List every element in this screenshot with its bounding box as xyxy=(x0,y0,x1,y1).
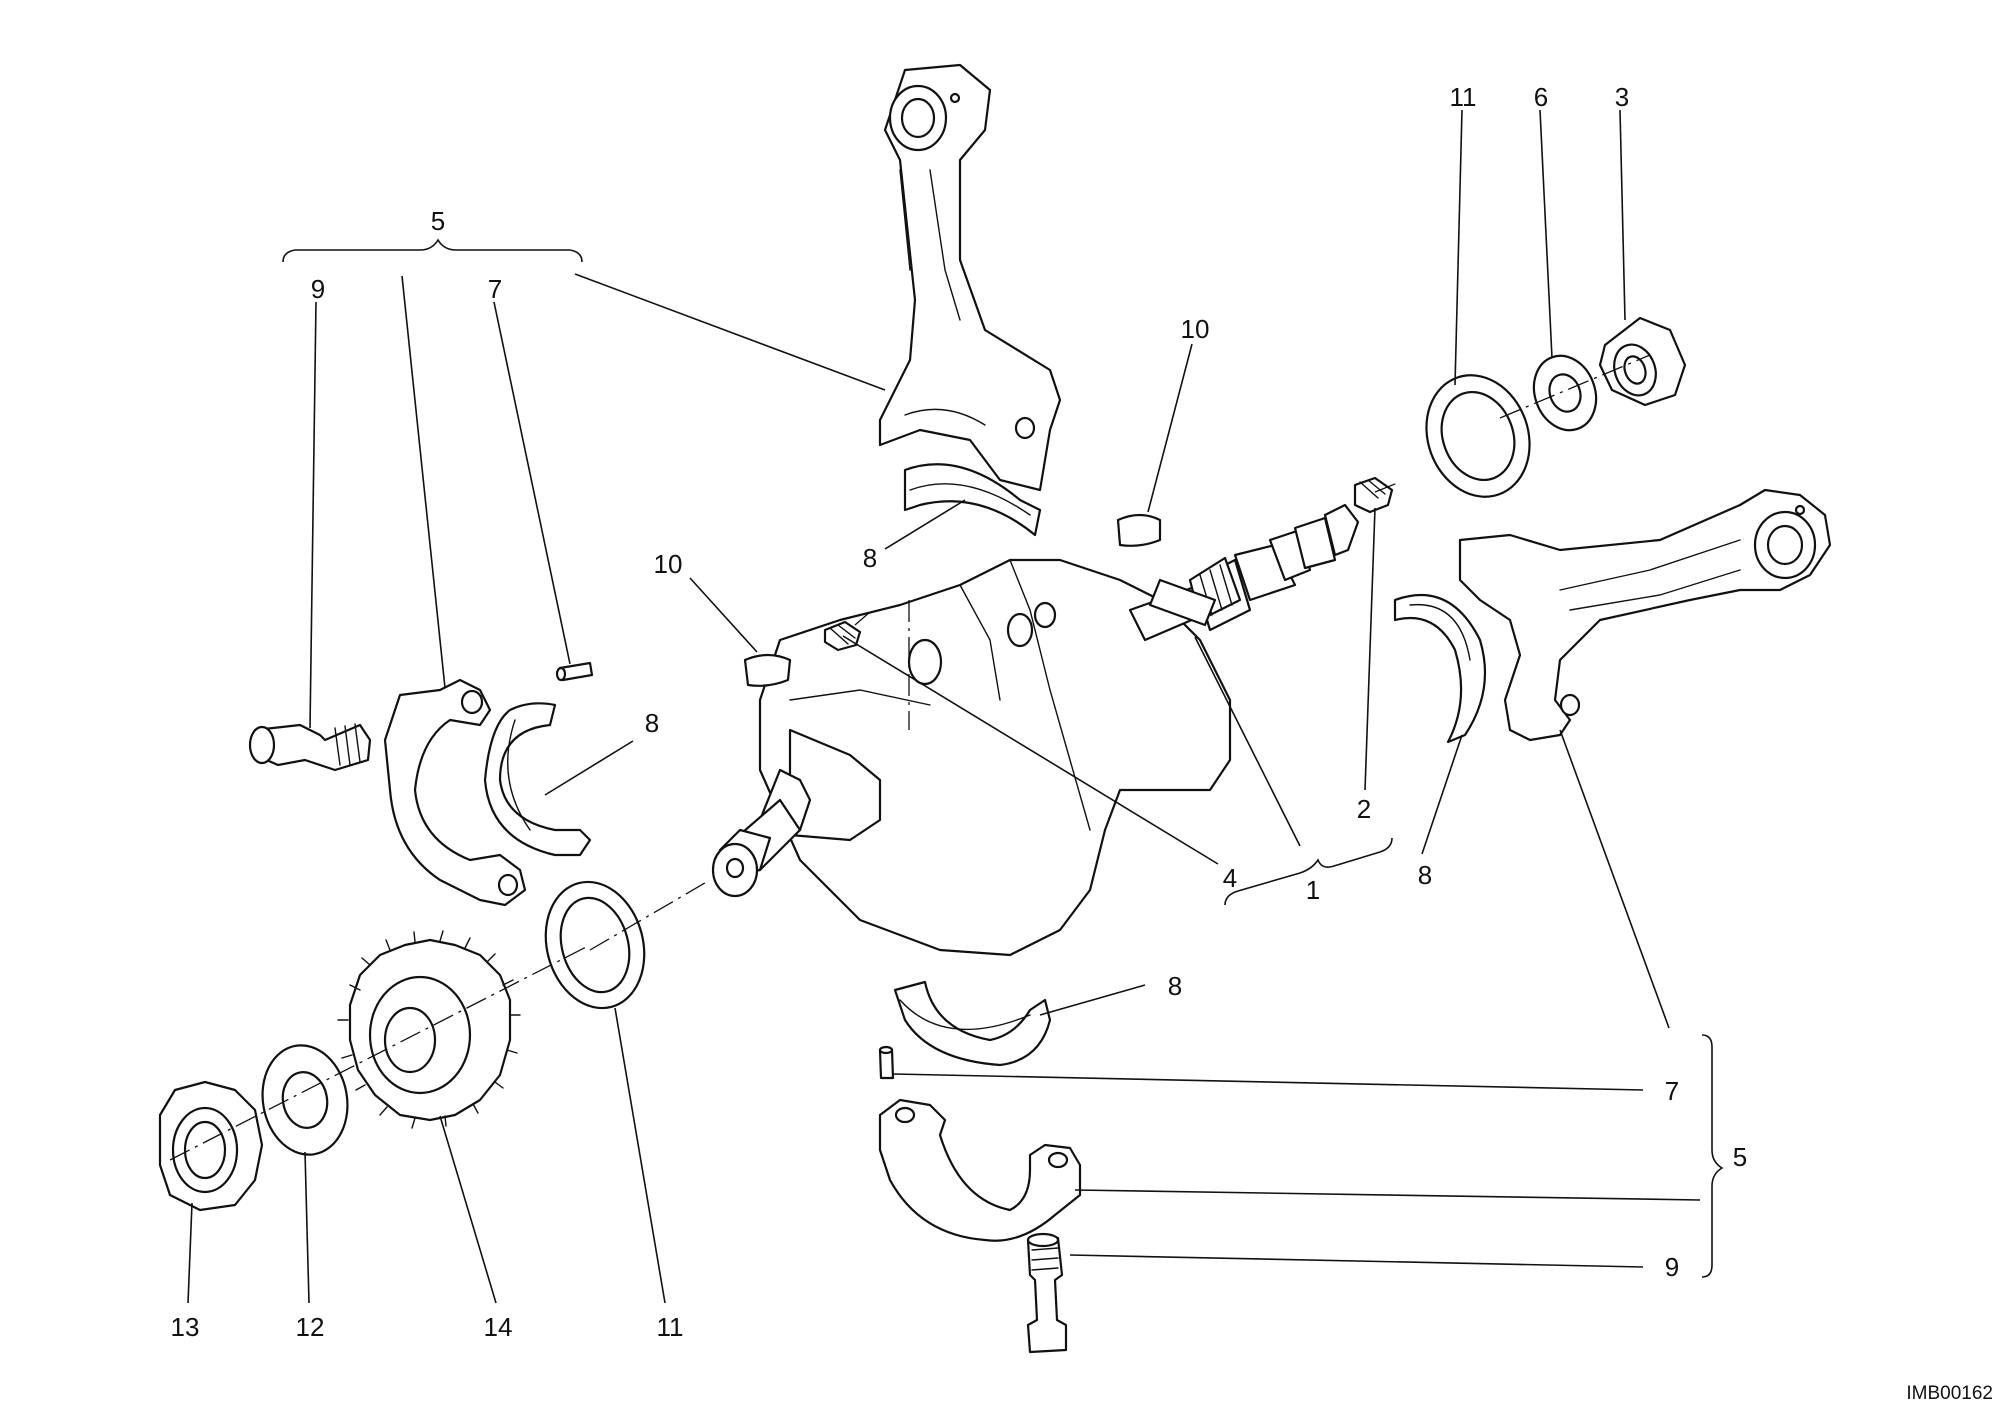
leader-low-9 xyxy=(1069,1254,1644,1268)
callout-mid-8-left: 8 xyxy=(645,708,659,738)
bracket-low-5 xyxy=(1701,1034,1724,1278)
dowel-pin-lower xyxy=(878,1045,895,1080)
callout-low-5: 5 xyxy=(1733,1142,1747,1172)
leader-mid-1 xyxy=(1194,636,1301,847)
leader-low-5-rod xyxy=(1559,729,1670,1029)
axis-line-gear xyxy=(169,944,591,1161)
bolt-left xyxy=(248,723,372,772)
callout-low-8: 8 xyxy=(1168,971,1182,1001)
leader-top-7 xyxy=(493,301,571,665)
axis-line-crank-left xyxy=(589,879,711,951)
callout-low-9: 9 xyxy=(1665,1252,1679,1282)
leader-top-9 xyxy=(309,301,317,729)
leader-bot-13 xyxy=(187,1202,193,1304)
leader-mid-8-upper xyxy=(884,499,966,550)
dowel-pin-left xyxy=(555,661,594,682)
nut-13 xyxy=(158,1080,264,1212)
callout-mid-2: 2 xyxy=(1357,794,1371,824)
connecting-rod-right xyxy=(1458,488,1832,742)
callout-top-11: 11 xyxy=(1450,82,1477,112)
leader-bot-12 xyxy=(304,1151,310,1304)
crankshaft xyxy=(711,503,1360,957)
gear-14 xyxy=(337,930,521,1129)
woodruff-key-left xyxy=(743,653,792,687)
callout-bot-11: 11 xyxy=(657,1312,684,1342)
leader-mid-2 xyxy=(1364,507,1376,791)
callout-top-6: 6 xyxy=(1534,82,1548,112)
leader-mid-8-right xyxy=(1421,734,1463,855)
leader-top-11 xyxy=(1454,109,1463,386)
callout-bot-14: 14 xyxy=(484,1312,513,1342)
thrust-washer-right xyxy=(1425,374,1531,498)
woodruff-key-right xyxy=(1116,513,1162,547)
leader-top-5-rod xyxy=(574,273,886,391)
axis-line-key xyxy=(854,611,871,626)
leader-low-5-cap xyxy=(1074,1189,1701,1201)
leader-top-3 xyxy=(1619,109,1626,321)
washer-6 xyxy=(1532,354,1598,432)
bearing-shell-upper xyxy=(903,463,1042,537)
callout-mid-8-upper: 8 xyxy=(863,543,877,573)
bearing-shell-left xyxy=(483,702,592,857)
drawing-code: IMB00162 xyxy=(1906,1383,1993,1404)
nut-3 xyxy=(1598,316,1687,407)
bracket-top-5 xyxy=(282,238,583,263)
bolt-lower xyxy=(1026,1232,1068,1354)
callout-top-7: 7 xyxy=(488,274,502,304)
bearing-shell-lower xyxy=(893,980,1052,1067)
washer-12 xyxy=(261,1044,349,1156)
leader-top-5-cap xyxy=(401,275,446,689)
set-screw-4 xyxy=(823,620,862,652)
callout-bot-13: 13 xyxy=(171,1312,200,1342)
leader-bot-14 xyxy=(439,1115,497,1304)
leader-low-8 xyxy=(1039,984,1146,1016)
callout-low-7: 7 xyxy=(1665,1076,1679,1106)
callout-top-5: 5 xyxy=(431,206,445,236)
bearing-shell-right xyxy=(1393,593,1487,744)
bearing-cap-left xyxy=(383,678,527,907)
set-screw-2 xyxy=(1353,476,1394,514)
callout-bot-12: 12 xyxy=(296,1312,325,1342)
axis-line-upper-right xyxy=(1499,354,1651,419)
leader-mid-4 xyxy=(842,635,1219,865)
leader-top-10-right xyxy=(1147,343,1193,513)
bearing-cap-lower xyxy=(878,1098,1082,1242)
thrust-washer-left xyxy=(544,880,646,1010)
callout-mid-1: 1 xyxy=(1306,875,1320,905)
leader-mid-8-left xyxy=(544,740,634,796)
leader-bot-11 xyxy=(614,1007,666,1304)
leader-low-7 xyxy=(893,1073,1644,1091)
axis-line-set-screw xyxy=(1374,481,1401,493)
callout-top-9: 9 xyxy=(311,274,325,304)
leader-top-6 xyxy=(1539,109,1553,359)
callout-mid-8-right: 8 xyxy=(1418,860,1432,890)
callout-mid-4: 4 xyxy=(1223,863,1237,893)
connecting-rod-upper xyxy=(878,63,1062,492)
callout-top-10-right: 10 xyxy=(1181,314,1210,344)
leader-mid-10-left xyxy=(689,577,758,653)
bracket-1 xyxy=(1224,837,1393,906)
callout-top-3: 3 xyxy=(1615,82,1629,112)
callout-mid-10-left: 10 xyxy=(654,549,683,579)
